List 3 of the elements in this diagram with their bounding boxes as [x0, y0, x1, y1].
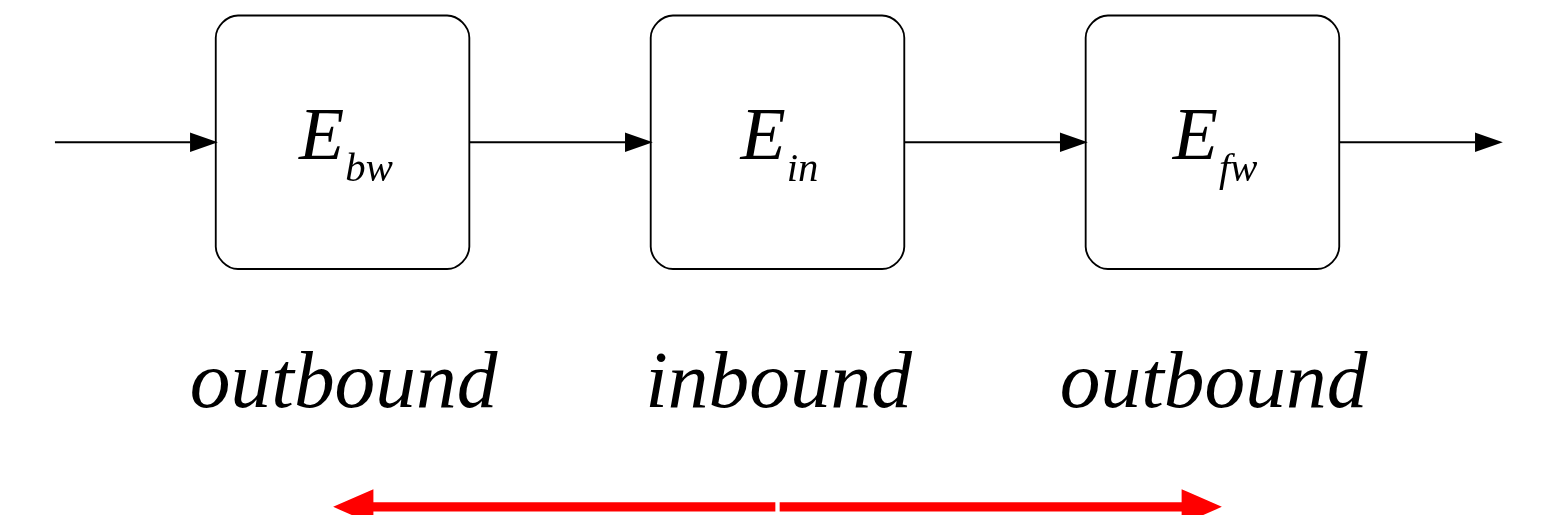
label: inbound: [644, 334, 912, 426]
label: outbound: [1059, 334, 1367, 426]
label: outbound: [189, 334, 497, 426]
